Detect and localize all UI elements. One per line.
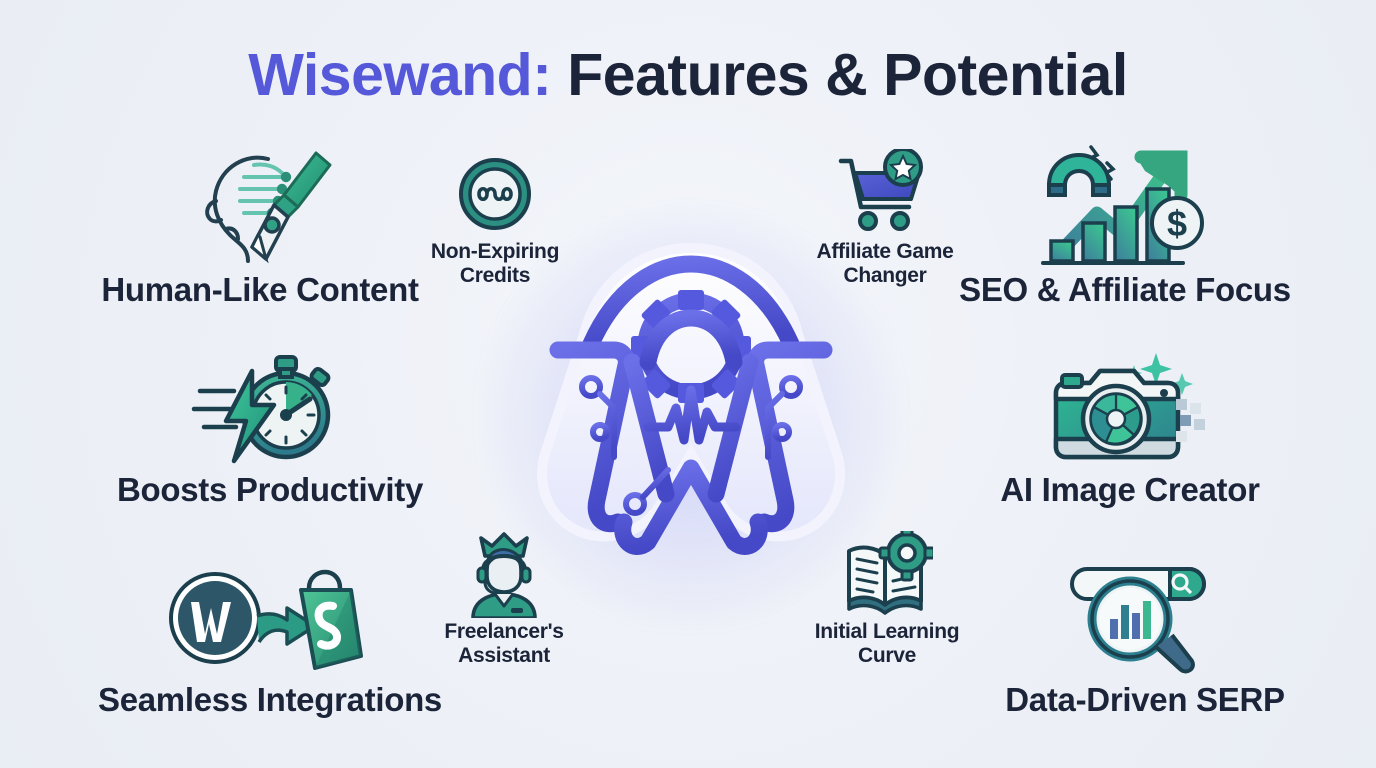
feature-label: Boosts Productivity — [116, 471, 423, 508]
headset-person-crown-icon — [405, 528, 603, 620]
svg-text:$: $ — [1167, 203, 1187, 244]
magnet-growth-chart-dollar-icon: $ — [905, 142, 1345, 272]
head-profile-fountain-pen-icon — [45, 142, 475, 272]
feature-data-driven-serp: Data-Driven SERP — [935, 552, 1355, 719]
feature-affiliate-game-changer: Affiliate Game Changer — [780, 148, 990, 287]
title-brand: Wisewand: — [248, 42, 552, 108]
title-rest: Features & Potential — [551, 42, 1128, 108]
feature-seamless-integrations: Seamless Integrations — [45, 552, 495, 719]
feature-label: SEO & Affiliate Focus — [959, 271, 1291, 308]
feature-boosts-productivity: Boosts Productivity — [55, 342, 485, 509]
feature-label: AI Image Creator — [1000, 471, 1260, 508]
feature-human-like-content: Human-Like Content — [45, 142, 475, 309]
feature-label: Initial Learning Curve — [814, 620, 960, 667]
stopwatch-lightning-bolt-icon — [55, 342, 485, 472]
feature-initial-learning-curve: Initial Learning Curve — [788, 528, 986, 667]
feature-freelancers-assistant: Freelancer's Assistant — [405, 528, 603, 667]
feature-non-expiring-credits: Non-Expiring Credits — [400, 148, 590, 287]
shopping-cart-star-icon — [780, 148, 990, 240]
logo-svg — [536, 242, 846, 555]
feature-seo-affiliate-focus: $ SEO & Affiliate Focus — [905, 142, 1345, 309]
search-bar-magnifier-chart-icon — [935, 552, 1355, 682]
feature-label: Freelancer's Assistant — [444, 620, 564, 667]
feature-label: Non-Expiring Credits — [430, 240, 560, 287]
feature-label: Seamless Integrations — [97, 681, 442, 718]
open-book-gear-icon — [788, 528, 986, 620]
infinity-coin-icon — [400, 148, 590, 240]
feature-label: Affiliate Game Changer — [816, 240, 954, 287]
feature-label: Human-Like Content — [101, 271, 419, 308]
wisewand-logo — [478, 204, 904, 630]
page-title: Wisewand: Features & Potential — [0, 46, 1376, 105]
feature-ai-image-creator: AI Image Creator — [915, 342, 1345, 509]
wordpress-arrow-shopify-icon — [45, 552, 495, 682]
camera-sparkles-pixels-icon — [915, 342, 1345, 472]
feature-label: Data-Driven SERP — [1005, 681, 1285, 718]
